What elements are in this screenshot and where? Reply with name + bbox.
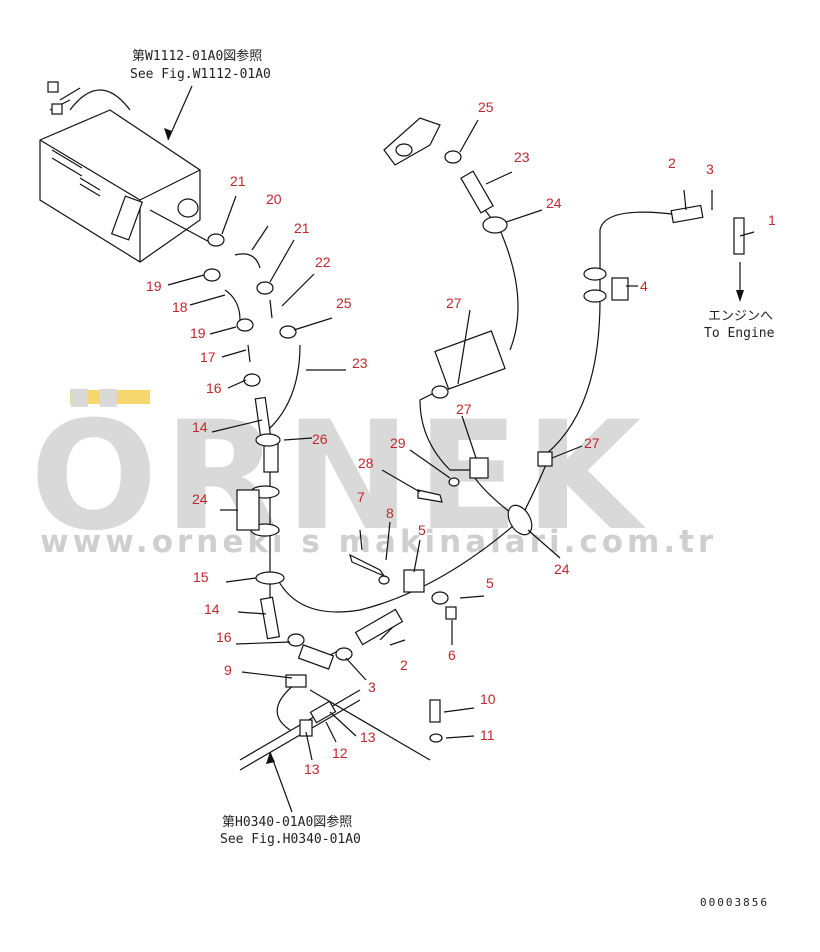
watermark-url: www.orneki s makinalari.com.tr [40,524,717,560]
reference-engine: エンジンへ To Engine [704,262,775,341]
watermark-accent [112,390,150,404]
reference-engine-jp: エンジンへ [708,309,773,324]
reference-top: 第W1112-01A0図参照 See Fig.W1112-01A0 [130,48,271,141]
label-20: 20 [266,191,282,207]
label-13: 13 [304,761,320,777]
drawing-number: 00003856 [700,896,769,909]
label-25: 25 [336,295,352,311]
label-27: 27 [584,435,600,451]
label-11: 11 [480,727,495,743]
reference-top-en: See Fig.W1112-01A0 [130,67,271,82]
label-14: 14 [204,601,220,617]
reference-top-jp: 第W1112-01A0図参照 [132,48,262,64]
heater-box [39,81,201,263]
reference-bottom: 第H0340-01A0図参照 See Fig.H0340-01A0 [220,751,361,847]
label-16: 16 [216,629,232,645]
reference-bottom-en: See Fig.H0340-01A0 [220,832,361,847]
label-7: 7 [357,489,365,505]
label-16: 16 [206,380,222,396]
label-19: 19 [146,278,162,294]
label-2: 2 [668,155,676,171]
reference-bottom-jp: 第H0340-01A0図参照 [222,814,352,830]
label-24: 24 [192,491,208,507]
label-29: 29 [390,435,406,451]
label-5: 5 [418,522,426,538]
watermark: ÖRNEK www.orneki s makinalari.com.tr [30,388,717,564]
label-26: 26 [312,431,328,447]
arrow-head [736,290,744,302]
components [203,117,745,743]
label-2: 2 [400,657,408,673]
label-8: 8 [386,505,394,521]
label-25: 25 [478,99,494,115]
label-13: 13 [360,729,376,745]
reference-engine-en: To Engine [704,326,775,341]
label-10: 10 [480,691,496,707]
label-3: 3 [706,161,714,177]
label-6: 6 [448,647,456,663]
label-24: 24 [546,195,562,211]
watermark-brand: ÖRNEK [30,388,647,564]
label-22: 22 [315,254,331,270]
label-24: 24 [554,561,570,577]
arrow-head [266,752,275,764]
label-28: 28 [358,455,374,471]
label-23: 23 [352,355,368,371]
label-5: 5 [486,575,494,591]
watermark-accent [70,390,108,404]
label-4: 4 [640,278,648,294]
part-labels: 1 2 2 3 3 4 5 5 6 7 8 9 10 11 12 13 13 1… [146,99,776,777]
label-18: 18 [172,299,188,315]
label-12: 12 [332,745,348,761]
label-27: 27 [446,295,462,311]
arrow-head [164,128,172,140]
label-9: 9 [224,662,232,678]
label-3: 3 [368,679,376,695]
leader-line [167,85,193,141]
label-14: 14 [192,419,208,435]
label-1: 1 [768,212,776,228]
label-27: 27 [456,401,472,417]
label-19: 19 [190,325,206,341]
label-21: 21 [230,173,246,189]
label-21: 21 [294,220,310,236]
label-15: 15 [193,569,209,585]
label-23: 23 [514,149,530,165]
label-17: 17 [200,349,216,365]
